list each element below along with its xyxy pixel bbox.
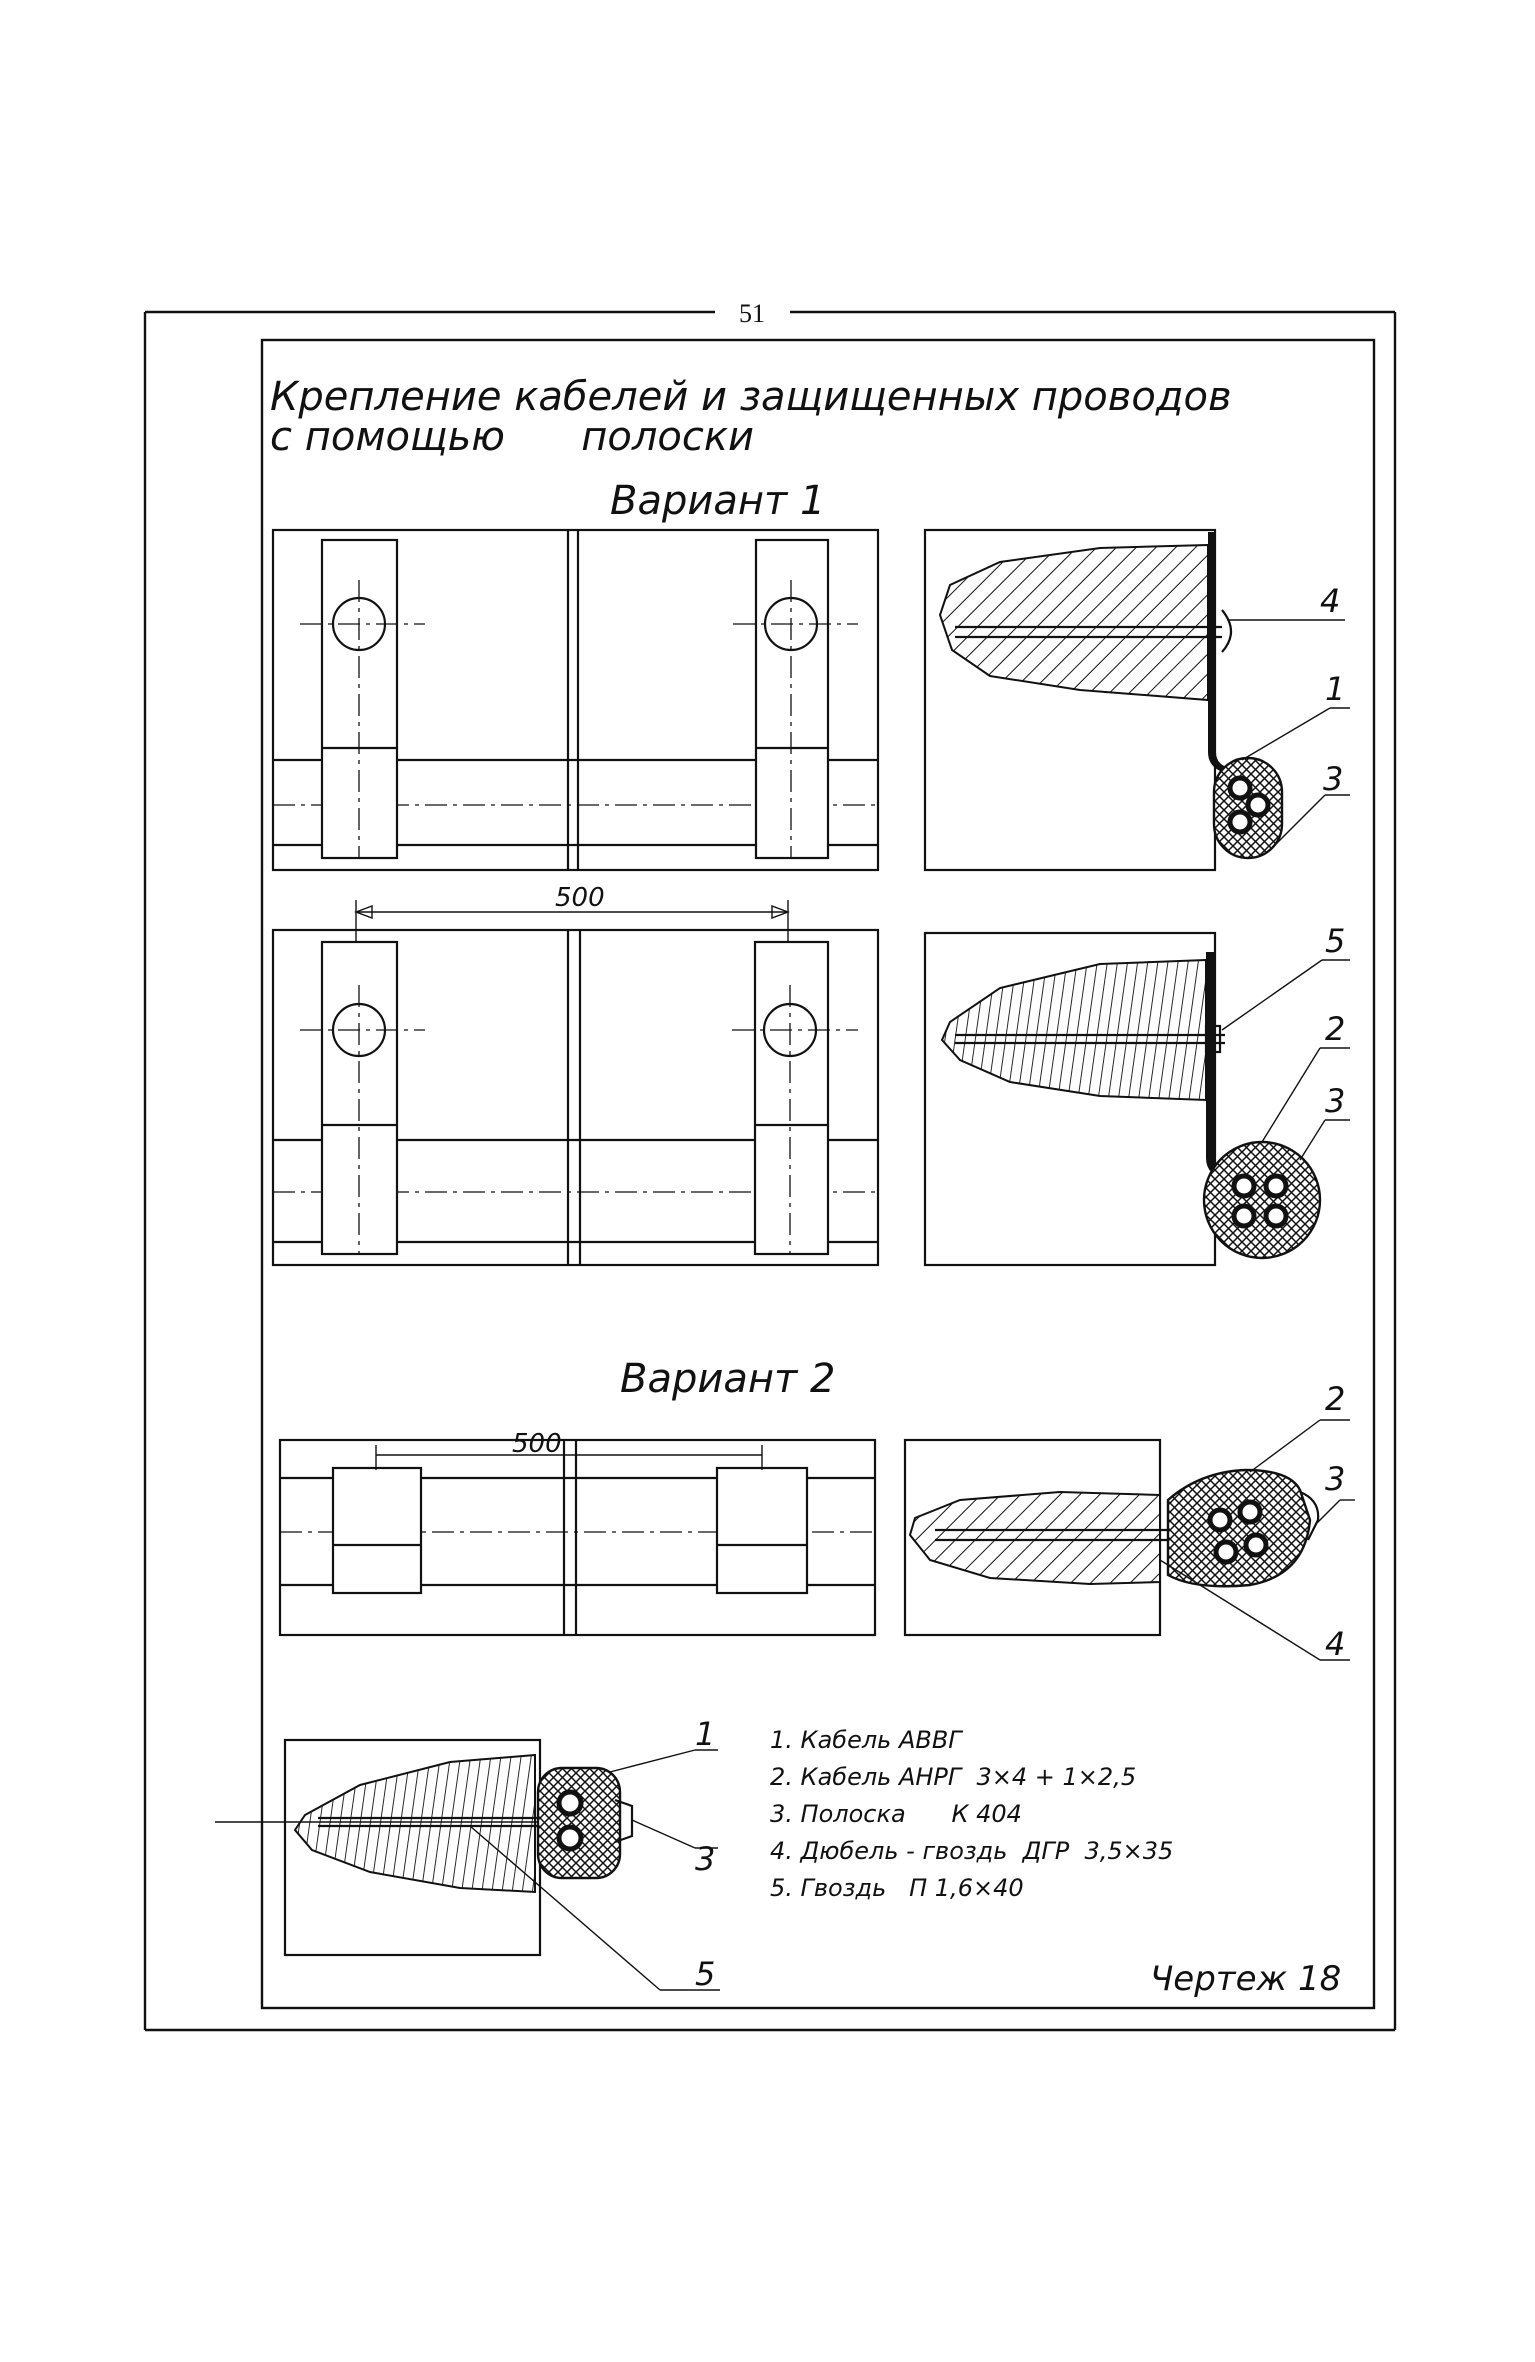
title-line-2: с помощью полоски bbox=[270, 414, 754, 460]
callout-v1b-3: 3 bbox=[1325, 1082, 1345, 1120]
callout-bottom-1: 1 bbox=[695, 1715, 715, 1753]
inner-frame bbox=[260, 338, 1376, 2010]
legend-item-4: 4. Дюбель - гвоздь ДГР 3,5×35 bbox=[770, 1837, 1173, 1865]
legend-item-2: 2. Кабель АНРГ 3×4 + 1×2,5 bbox=[770, 1763, 1136, 1791]
v1-top-plan bbox=[271, 528, 880, 872]
legend-item-1: 1. Кабель АВВГ bbox=[770, 1726, 963, 1754]
v1-bottom-section bbox=[923, 931, 1350, 1267]
callout-v2-4: 4 bbox=[1325, 1625, 1345, 1663]
legend-item-3: 3. Полоска К 404 bbox=[770, 1800, 1022, 1828]
legend-item-5: 5. Гвоздь П 1,6×40 bbox=[770, 1874, 1024, 1902]
v1-top-section bbox=[923, 528, 1350, 872]
v2-section bbox=[903, 1419, 1355, 1661]
sheet-border bbox=[143, 310, 1397, 2032]
callout-v1-4: 4 bbox=[1320, 582, 1340, 620]
variant-1-label: Вариант 1 bbox=[610, 478, 825, 524]
callout-bottom-3: 3 bbox=[695, 1840, 715, 1878]
legend: 1. Кабель АВВГ 2. Кабель АНРГ 3×4 + 1×2,… bbox=[770, 1726, 1173, 1902]
callout-v1-3: 3 bbox=[1323, 760, 1343, 798]
v2-plan bbox=[278, 1438, 877, 1637]
variant-2-label: Вариант 2 bbox=[620, 1356, 835, 1402]
callout-v1b-2: 2 bbox=[1325, 1010, 1345, 1048]
title-line-1: Крепление кабелей и защищенных проводов bbox=[270, 374, 1232, 420]
v1-bottom-plan bbox=[271, 900, 880, 1267]
callout-v1b-5: 5 bbox=[1325, 922, 1345, 960]
dimension-500-v2: 500 bbox=[512, 1429, 562, 1459]
drawing-number: Чертеж 18 bbox=[1150, 1959, 1341, 1999]
callout-v2-2: 2 bbox=[1325, 1380, 1345, 1418]
callout-v1-1: 1 bbox=[1325, 670, 1345, 708]
page-number: 51 bbox=[739, 299, 765, 328]
dimension-500-v1: 500 bbox=[555, 883, 605, 913]
callout-bottom-5: 5 bbox=[695, 1955, 715, 1993]
callout-v2-3: 3 bbox=[1325, 1460, 1345, 1498]
bottom-section bbox=[215, 1738, 720, 1991]
